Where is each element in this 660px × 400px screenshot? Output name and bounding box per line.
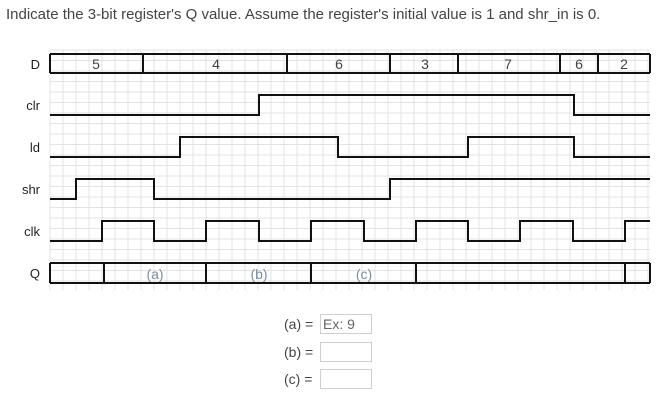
d-value-4: 3 — [421, 56, 429, 72]
answer-input-b[interactable] — [320, 342, 372, 362]
answer-row-b: (b) = — [284, 340, 372, 364]
ld-waveform — [50, 136, 650, 158]
d-value-7: 2 — [620, 56, 628, 72]
d-value-3: 6 — [335, 56, 343, 72]
q-bus-waveform — [49, 262, 651, 284]
answer-row-a: (a) = — [284, 312, 372, 336]
signal-label-ld: ld — [30, 140, 40, 155]
d-value-6: 6 — [575, 56, 583, 72]
d-value-5: 7 — [504, 56, 512, 72]
q-mark-c: (c) — [356, 266, 372, 282]
signal-label-shr: shr — [22, 182, 41, 197]
q-mark-a: (a) — [146, 266, 163, 282]
question-text: Indicate the 3-bit register's Q value. A… — [6, 6, 601, 23]
signal-label-clk: clk — [24, 224, 40, 239]
answer-label-b: (b) = — [284, 344, 314, 360]
shr-waveform — [50, 178, 650, 200]
answer-label-c: (c) = — [284, 371, 313, 387]
answer-label-a: (a) = — [284, 316, 314, 332]
signal-label-q: Q — [30, 266, 40, 281]
answer-input-c[interactable] — [320, 369, 372, 389]
clr-waveform — [50, 94, 650, 116]
answer-input-a[interactable] — [320, 314, 372, 334]
signal-label-d: D — [31, 57, 40, 72]
answer-row-c: (c) = — [284, 367, 372, 391]
d-value-2: 4 — [212, 56, 220, 72]
d-value-1: 5 — [92, 56, 100, 72]
clk-waveform — [50, 220, 650, 242]
q-mark-b: (b) — [250, 266, 267, 282]
timing-grid — [49, 49, 650, 290]
d-bus-waveform — [49, 53, 651, 74]
signal-label-clr: clr — [26, 98, 40, 113]
